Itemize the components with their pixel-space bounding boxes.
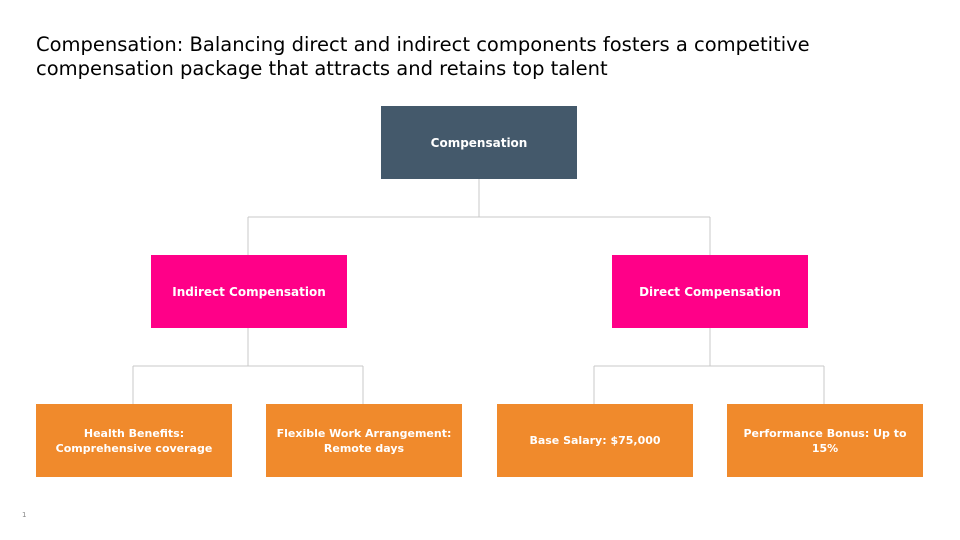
node-health-benefits: Health Benefits: Comprehensive coverage	[36, 404, 232, 477]
node-indirect-compensation: Indirect Compensation	[151, 255, 347, 328]
node-direct-compensation: Direct Compensation	[612, 255, 808, 328]
node-compensation: Compensation	[381, 106, 577, 179]
page-number: 1	[22, 511, 27, 519]
node-performance-bonus: Performance Bonus: Up to 15%	[727, 404, 923, 477]
node-base-salary: Base Salary: $75,000	[497, 404, 693, 477]
node-flexible-work-arrangement: Flexible Work Arrangement: Remote days	[266, 404, 462, 477]
slide-title: Compensation: Balancing direct and indir…	[36, 33, 810, 80]
connector-root-to-branches	[247, 179, 711, 255]
connector-direct-to-children	[593, 328, 825, 404]
connector-indirect-to-children	[132, 328, 364, 404]
